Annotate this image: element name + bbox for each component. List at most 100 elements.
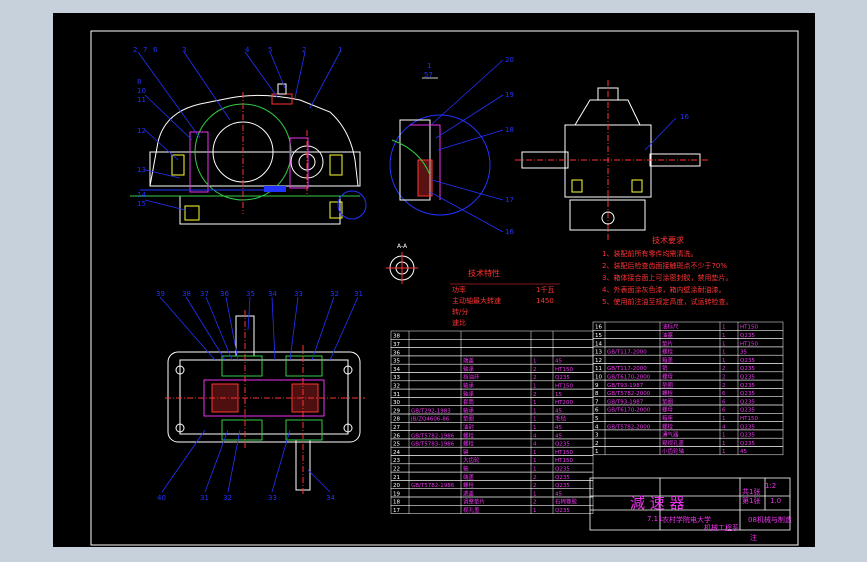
bom-cell: Q235 bbox=[740, 383, 755, 389]
detail-section bbox=[417, 159, 433, 197]
balloon-32: 32 bbox=[330, 290, 339, 298]
bom-cell: 1 bbox=[533, 467, 537, 473]
bom-cell: 1 bbox=[722, 341, 726, 347]
base-bolt-left bbox=[184, 205, 200, 221]
bom-cell: GB/T6170-2000 bbox=[607, 375, 651, 381]
bom-cell: 36 bbox=[393, 350, 400, 356]
bom-cell: 45 bbox=[740, 449, 747, 455]
bom-cell: 2 bbox=[722, 383, 726, 389]
bom-cell: 1 bbox=[533, 508, 537, 514]
bom-cell: 销 bbox=[662, 364, 668, 372]
sight-glass bbox=[264, 186, 286, 192]
tech-params-title: 技术特性 bbox=[468, 268, 500, 278]
plan-balloons: 39 38 37 36 35 34 33 32 31 40 31 32 33 3… bbox=[156, 290, 363, 502]
title-block-text: 減 速 器 农村学院电大学 机械工程系 08机械与制造 注 1:2 1.0 第1… bbox=[630, 482, 792, 542]
detail-circle bbox=[389, 114, 491, 216]
bom-cell: 24 bbox=[393, 450, 400, 456]
balloon-33b: 33 bbox=[268, 494, 277, 502]
bom-cell: 45 bbox=[555, 425, 562, 431]
balloon-14: 14 bbox=[137, 191, 146, 199]
bom-cell: 18 bbox=[393, 500, 400, 506]
balloon-13: 13 bbox=[137, 166, 146, 174]
bom-cell: 垫圈 bbox=[662, 381, 674, 389]
bom-cell: 螺栓 bbox=[662, 348, 674, 356]
oil-plug bbox=[329, 201, 343, 219]
small-detail-label: A-A bbox=[397, 243, 408, 250]
bom-cell: HT150 bbox=[740, 416, 758, 422]
bom-cell: 27 bbox=[393, 425, 400, 431]
bom-cell: 2 bbox=[533, 500, 537, 506]
bom-cell: HT200 bbox=[555, 400, 573, 406]
bom-cell: GB/T117-2000 bbox=[607, 366, 647, 372]
front-leaders bbox=[137, 51, 341, 211]
tech-param-k1: 主动轴最大转速 bbox=[452, 296, 501, 305]
bom-cell: 6 bbox=[722, 391, 726, 397]
balloon-35: 35 bbox=[246, 290, 255, 298]
bom-cell: Q235 bbox=[555, 442, 570, 448]
balloon-side-16: 16 bbox=[680, 113, 689, 121]
bom-cell: 垫圈 bbox=[662, 397, 674, 405]
bom-cell: 油封 bbox=[463, 423, 475, 431]
bom-cell: 螺栓 bbox=[463, 431, 475, 439]
detail-circle-plug bbox=[337, 190, 367, 220]
sheet-count: 第1张 bbox=[742, 496, 760, 505]
bom-cell: 7 bbox=[595, 399, 599, 405]
bom-cell: 17 bbox=[393, 508, 400, 514]
bom-cell: 透盖 bbox=[463, 489, 475, 497]
bom-cell: 37 bbox=[393, 342, 400, 348]
bom-cell: 32 bbox=[393, 384, 400, 390]
bom-cell: 1 bbox=[533, 384, 537, 390]
bom-cell: 35 bbox=[740, 350, 747, 356]
plan-bolt-2 bbox=[343, 365, 353, 375]
sheet-no: 1.0 bbox=[770, 497, 781, 505]
bom-cell: 1 bbox=[722, 441, 726, 447]
bom-cell: Q235 bbox=[740, 333, 755, 339]
balloon-34b: 34 bbox=[326, 494, 335, 502]
bom-cell: 1 bbox=[722, 350, 726, 356]
side-drain bbox=[601, 211, 615, 225]
bom-cell: 轴承 bbox=[463, 390, 475, 398]
bom-cell: 4 bbox=[722, 424, 726, 430]
bom-cell: 1 bbox=[533, 491, 537, 497]
bom-cell: Q235 bbox=[740, 441, 755, 447]
bom-cell: 端盖 bbox=[463, 473, 475, 481]
bom-cell: 1 bbox=[722, 333, 726, 339]
bom-cell: 通气器 bbox=[662, 431, 679, 439]
bom-cell: 15 bbox=[595, 333, 602, 339]
balloon-38: 38 bbox=[182, 290, 191, 298]
bom-cell: Q235 bbox=[740, 391, 755, 397]
side-leader bbox=[644, 117, 677, 151]
bom-cell: 31 bbox=[393, 392, 400, 398]
housing-flange bbox=[149, 151, 361, 187]
balloon-1-top: 1 bbox=[427, 62, 431, 70]
bom-cell: Q235 bbox=[555, 483, 570, 489]
bom-cell: 套筒 bbox=[463, 398, 475, 406]
plan-bolt-3 bbox=[175, 423, 185, 433]
bom-cell: 轴承 bbox=[463, 406, 475, 414]
detail-leaders bbox=[429, 59, 504, 233]
bom-cell: 2 bbox=[722, 375, 726, 381]
detail-balloons: 20 19 18 17 16 57 1 bbox=[424, 56, 514, 236]
bearing-seat-right bbox=[289, 137, 309, 189]
bom-cell: 1 bbox=[722, 325, 726, 331]
tech-req-4: 4、外表面涂灰色漆，箱内壁涂耐油漆。 bbox=[602, 285, 725, 294]
bom-cell: HT150 bbox=[555, 458, 573, 464]
bom-cell: 轴 bbox=[463, 465, 469, 473]
bom-cell: 1 bbox=[595, 449, 599, 455]
bom-cell: 20 bbox=[393, 483, 400, 489]
balloon-19: 19 bbox=[505, 91, 514, 99]
bom-cell: 1 bbox=[722, 358, 726, 364]
detail-curve bbox=[391, 139, 431, 176]
balloon-18: 18 bbox=[505, 126, 514, 134]
bom-cell: 2 bbox=[533, 367, 537, 373]
bom-cell: Q235 bbox=[740, 408, 755, 414]
housing-cover-outline bbox=[149, 94, 359, 187]
bom-cell: Q235 bbox=[740, 399, 755, 405]
bom-cell: 1 bbox=[533, 408, 537, 414]
bom-cell: 小齿轮轴 bbox=[662, 447, 685, 455]
bom-cell: 16 bbox=[595, 325, 602, 331]
plan-bolt-4 bbox=[343, 423, 353, 433]
course-name: 机械工程系 bbox=[704, 523, 739, 532]
bom-cell: 1 bbox=[533, 458, 537, 464]
